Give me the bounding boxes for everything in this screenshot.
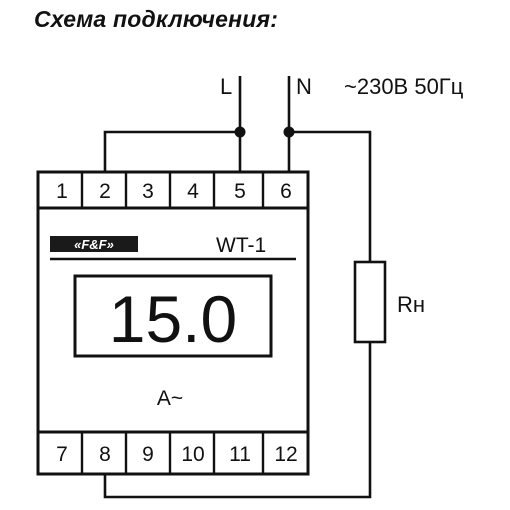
display-window <box>73 274 273 358</box>
voltage-label: ~230В 50Гц <box>344 74 464 99</box>
junction-dot-line <box>234 126 246 138</box>
terminal-2-label: 2 <box>99 180 111 203</box>
terminal-9-label: 9 <box>142 443 154 466</box>
top-terminal-strip: 1 2 3 4 5 6 <box>36 170 310 210</box>
terminal-12-label: 12 <box>274 443 297 466</box>
unit-label: А~ <box>157 387 183 410</box>
device-body: 1 2 3 4 5 6 «F&F» WT-1 15.0 А~ <box>36 170 310 476</box>
terminal-7-label: 7 <box>56 443 68 466</box>
load-label: Rн <box>397 292 425 317</box>
junction-dot-neutral <box>283 126 295 138</box>
load-resistor <box>353 260 387 344</box>
terminal-6-label: 6 <box>280 180 292 203</box>
diagram-title: Схема подключения: <box>34 6 279 32</box>
terminal-3-label: 3 <box>142 180 154 203</box>
wire-load-to-terminal-8 <box>103 342 372 499</box>
supply-wires <box>103 76 372 499</box>
wire-n-to-load <box>289 130 372 262</box>
terminal-5-label: 5 <box>234 180 246 203</box>
display-value: 15.0 <box>109 282 237 356</box>
terminal-4-label: 4 <box>187 180 199 203</box>
brand-logo: «F&F» <box>50 236 138 252</box>
terminal-1-label: 1 <box>56 180 68 203</box>
terminal-11-label: 11 <box>229 443 251 466</box>
brand-logo-text: «F&F» <box>74 237 114 252</box>
terminal-10-label: 10 <box>181 443 204 466</box>
line-label: L <box>220 74 232 99</box>
terminal-8-label: 8 <box>99 443 111 466</box>
bottom-terminal-strip: 7 8 9 10 11 12 <box>36 430 310 476</box>
wire-l-to-terminal-2 <box>103 130 240 172</box>
neutral-label: N <box>296 74 312 99</box>
device-model: WT-1 <box>216 234 266 257</box>
